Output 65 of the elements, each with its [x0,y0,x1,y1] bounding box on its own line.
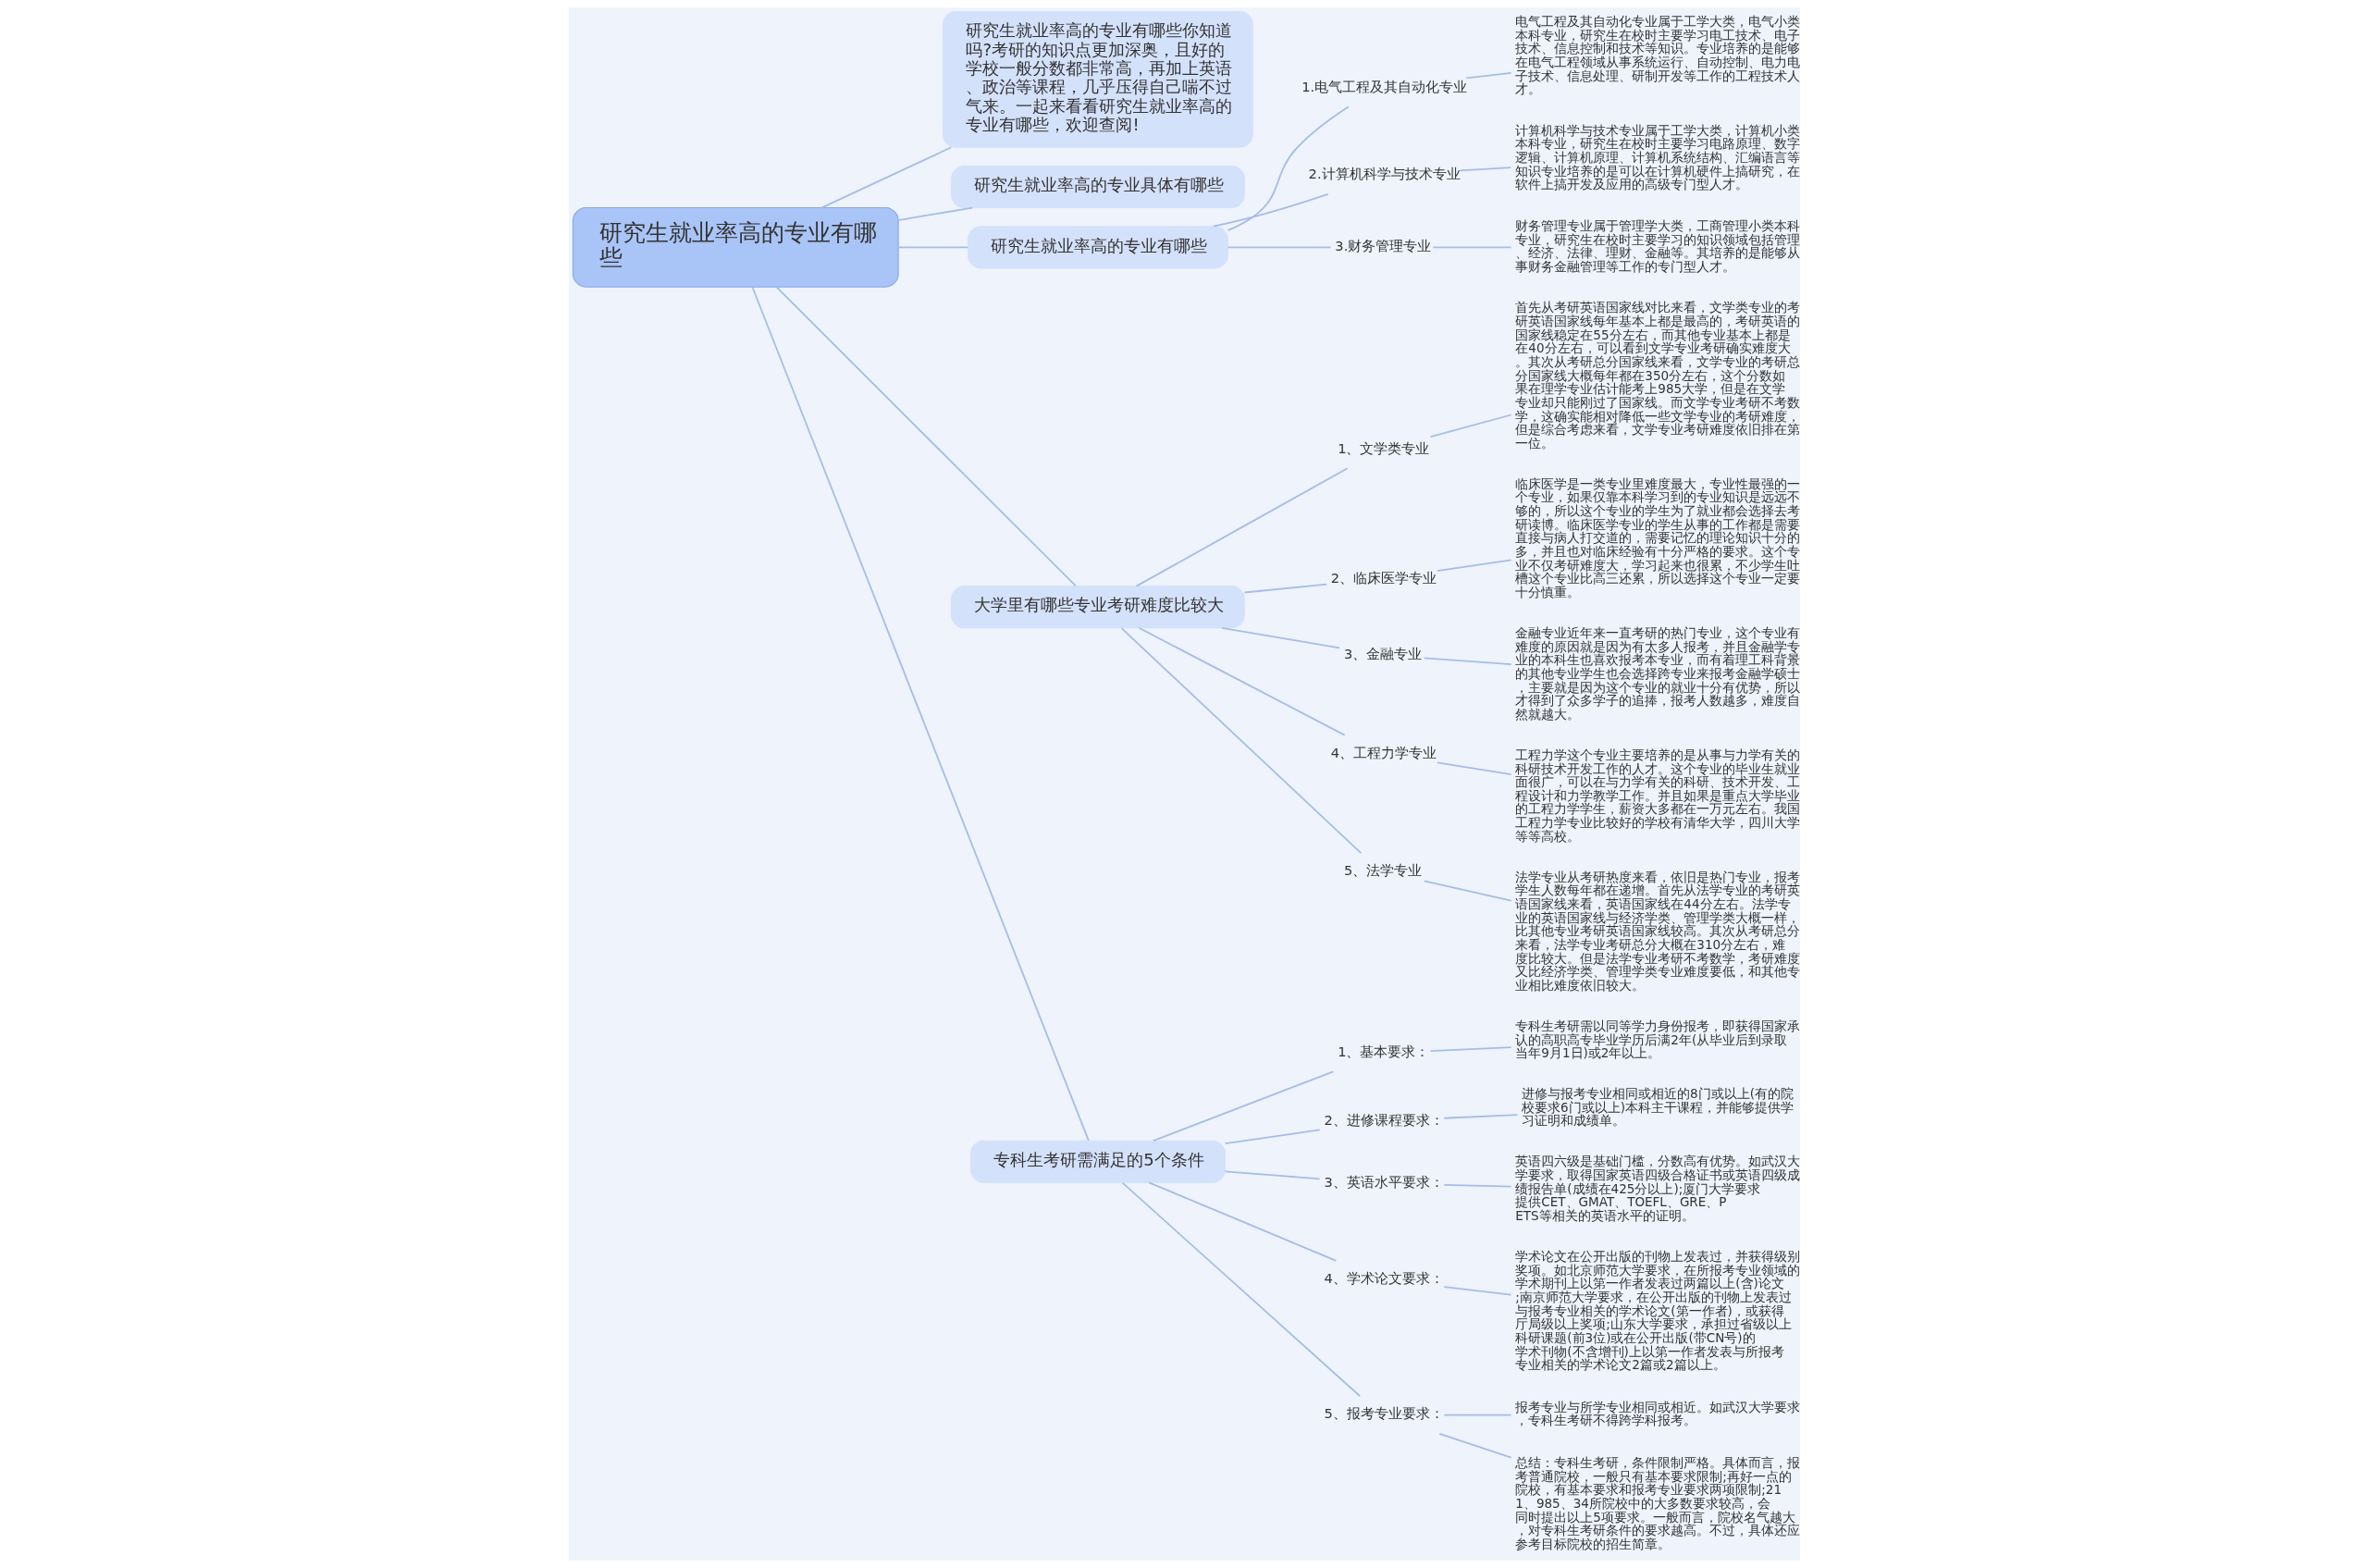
connector [1120,627,1362,854]
connector [1147,1181,1337,1262]
node-text: 总结：专科生考研，条件限制严格。具体而言，报考普通院校，一般只有基本要求限制;再好一点的院校，有基本要求和报考专业要求两项限制;211、985、34所院校中的大多数要求较高，会同时提出以上5项要求。一般而言，院校名气越大，对专科生考研条件的要求越高。不过，具体还应参考目标院校的招生简章。 [1514,1455,1800,1551]
node-text: 2、临床医学专业 [1330,569,1437,586]
connector [820,146,952,209]
node-text: 进修与报考专业相同或相近的8门或以上(有的院校要求6门或以上)本科主干课程，并能够提供学习证明和成绩单。 [1521,1086,1794,1129]
node-text: 1、文学类专业 [1337,439,1429,456]
node-text: 1.电气工程及其自动化专业 [1301,78,1467,94]
node-text: 3、英语水平要求： [1324,1174,1444,1191]
connector [1138,626,1345,736]
node-box: 研究生就业率高的专业有哪些 [967,226,1228,269]
connector [1442,1184,1512,1188]
node-text: 1、基本要求： [1337,1043,1429,1060]
node-text: 3.财务管理专业 [1334,238,1431,254]
node-box: 研究生就业率高的专业有哪些 [572,206,899,288]
connector [896,246,968,249]
connector [1121,1181,1361,1398]
connector [1423,880,1512,902]
node-text: 4、学术论文要求： [1324,1269,1444,1286]
connector [1437,1433,1512,1459]
node-text: 工程力学这个专业主要培养的是从事与力学有关的科研技术开发工作的人才。这个专业的毕业生就业面很广，可以在与力学有关的科研、技术开发、工程设计和力学教学工作。并且如果是重点大学毕业的工程力学学生，薪资大多都在一万元左右。我国工程力学专业比较好的学校有清华大学，四川大学等等高校。 [1514,747,1800,844]
node-text: 5、报考专业要求： [1324,1405,1444,1422]
connector [1227,105,1350,231]
connector [1224,1170,1321,1180]
connector [1152,1070,1334,1142]
node-text: 报考专业与所学专业相同或相近。如武汉大学要求，专科生考研不得跨学科报考。 [1514,1399,1800,1428]
node-box: 研究生就业率高的专业具体有哪些 [950,165,1245,209]
connector [1436,761,1512,775]
node-text: 2、进修课程要求： [1324,1111,1444,1128]
node-text: 财务管理专业属于管理学大类，工商管理小类本科专业，研究生在校时主要学习的知识领域包括管理、经济、法律、理财、金融等。其培养的是能够从事财务金融管理等工作的专门型人才。 [1514,217,1800,274]
node-text: 英语四六级是基础门槛，分数高有优势。如武汉大学要求，取得国家英语四级合格证书或英语四级成绩报告单(成绩在425分以上);厦门大学要求提供CET、GMAT、TOEFL、GRE、PETS等相关的英语水平的证明。 [1514,1154,1800,1223]
connector [1224,1129,1321,1144]
node-box: 大学里有哪些专业考研难度比较大 [950,586,1245,629]
connector [1220,626,1340,649]
node-text: 电气工程及其自动化专业属于工学大类，电气小类本科专业，研究生在校时主要学习电工技术、电子技术、信息控制和技术等知识。专业培养的是能够在电气工程领域从事系统运行、自动控制、电力电子技术、信息处理、研制开发等工作的工程技术人才。 [1514,13,1800,97]
node-box: 专科生考研需满足的5个条件 [969,1140,1226,1183]
node-text: 2.计算机科学与技术专业 [1308,166,1461,182]
connector [775,286,1077,587]
connector [1442,1286,1512,1296]
node-text: 5、法学专业 [1343,862,1422,879]
node-text: 金融专业近年来一直考研的热门专业，这个专业有难度的原因就是因为有太多人报考，并且金融学专业的本科生也喜欢报考本专业，而有着理工科背景的其他专业学生也会选择跨专业来报考金融学硕士，主要就是因为这个专业的就业十分有优势，所以才得到了众多学子的追捧，报考人数越多，难度自然就越大。 [1514,624,1800,722]
node-text: 临床医学是一类专业里难度最大，专业性最强的一个专业，如果仅靠本科学习到的专业知识是远远不够的，所以这个专业的学生为了就业都会选择去考研读博。临床医学专业的学生从事的工作都是需要直接与病人打交道的，需要记忆的理论知识十分的多，并且也对临床经验有十分严格的要求。这个专业不仅考研难度大，学习起来也很累，不少学生吐槽这个专业比高三还累，所以选择这个专业一定要十分慎重。 [1514,475,1800,600]
connector [1458,167,1511,172]
connector [896,206,973,221]
node-text: 法学专业从考研热度来看，依旧是热门专业，报考学生人数每年都在递增。首先从法学专业的考研英语国家线来看，英语国家线在44分左右。法学专业的英语国家线与经济学类、管理学类大概一样，比其他专业考研英语国家线较高。其次从考研总分来看，法学专业考研总分大概在310分左右，难度比较大。但是法学专业考研不考数学，考研难度又比经济学类、管理学类专业难度要低，和其他专业相比难度依旧较大。 [1514,869,1800,993]
connector [1442,1414,1512,1416]
connector [1429,1046,1512,1053]
connector [1431,246,1512,249]
connector [1465,71,1511,80]
connector [1227,246,1331,249]
connector [1442,1114,1518,1119]
node-text: 专科生考研需以同等学力身份报考，即获得国家承认的高职高专毕业学历后满2年(从毕业后到录取当年9月1日)或2年以上。 [1514,1018,1800,1061]
node-box: 研究生就业率高的专业有哪些你知道吗?考研的知识点更加深奥，且好的学校一般分数都非常高，再加上英语、政治等课程，几乎压得自己喘不过气来。一起来看看研究生就业率高的专业有哪些，欢迎查阅! [942,11,1253,148]
node-text: 3、金融专业 [1343,645,1422,661]
connector [1212,193,1329,228]
connector [1243,583,1327,594]
connector [1429,414,1512,438]
connector [1436,559,1512,573]
node-text: 学术论文在公开出版的刊物上发表过，并获得级别奖项。如北京师范大学要求，在所报考专业领域的学术期刊上以第一作者发表过两篇以上(含)论文;南京师范大学要求，在公开出版的刊物上发表过与报考专业相关的学术论文(第一作者)，或获得厅局级以上奖项;山东大学要求，承担过省级以上科研课题(前3位)或在公开出版(带CN号)的学术刊物(不含增刊)上以第一作者发表与所报考专业相关的学术论文2篇或2篇以上。 [1514,1248,1800,1373]
node-text: 首先从考研英语国家线对比来看，文学类专业的考研英语国家线每年基本上都是最高的，考研英语的国家线稳定在55分左右，而其他专业基本上都是在40分左右，可以看到文学专业考研确实难度大。其次从考研总分国家线来看，文学专业的考研总分国家线大概每年都在350分左右，这个分数如果在理学专业估计能考上985大学，但是在文学专业却只能刚过了国家线。而文学专业考研不考数学，这确实能相对降低一些文学专业的考研难度，但是综合考虑来看，文学专业考研难度依旧排在第一位。 [1514,300,1800,451]
connector [1423,657,1512,666]
connector [751,286,1090,1142]
node-text: 计算机科学与技术专业属于工学大类，计算机小类本科专业，研究生在校时主要学习电路原理、数字逻辑、计算机原理、计算机系统结构、汇编语言等知识专业培养的是可以在计算机硬件上搞研究，在软件上搞开发及应用的高级专门型人才。 [1514,122,1800,192]
connector [1135,467,1348,587]
node-text: 4、工程力学专业 [1330,744,1437,760]
